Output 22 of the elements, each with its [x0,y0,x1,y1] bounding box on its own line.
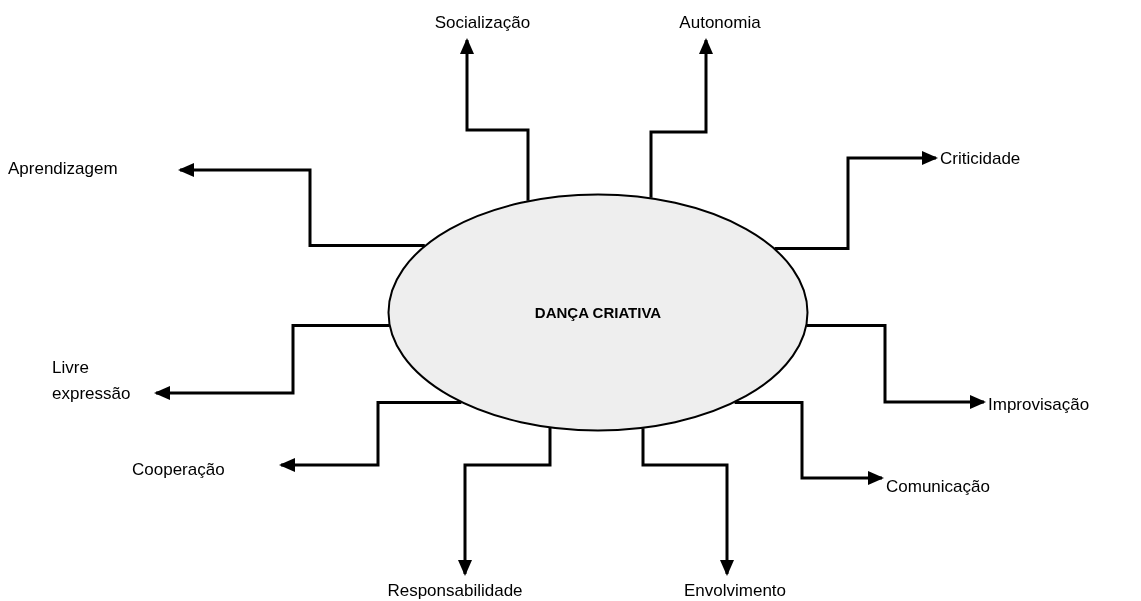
arrow [734,401,884,485]
outcome-label: Aprendizagem [8,156,176,182]
outcome-label: Responsabilidade [355,578,555,601]
outcome-label: Socialização [410,10,555,36]
arrow [641,428,734,576]
outcome-label: Cooperação [132,457,277,483]
outcome-label: Criticidade [940,146,1080,172]
arrow [460,38,530,201]
arrow [774,151,938,250]
ellipse-node [387,193,809,432]
outcome-label: Comunicação [886,474,1046,500]
arrow [154,324,390,400]
outcome-label: Envolvimento [660,578,810,601]
arrow [806,324,986,409]
outcome-label: Livre expressão [52,355,152,407]
outcome-label: Improvisação [988,392,1138,418]
arrow [649,38,713,198]
arrow [279,401,462,472]
arrow [178,163,425,247]
arrow [458,427,552,576]
node-title: DANÇA CRIATIVA [534,304,662,321]
outcome-label: Autonomia [655,10,785,36]
